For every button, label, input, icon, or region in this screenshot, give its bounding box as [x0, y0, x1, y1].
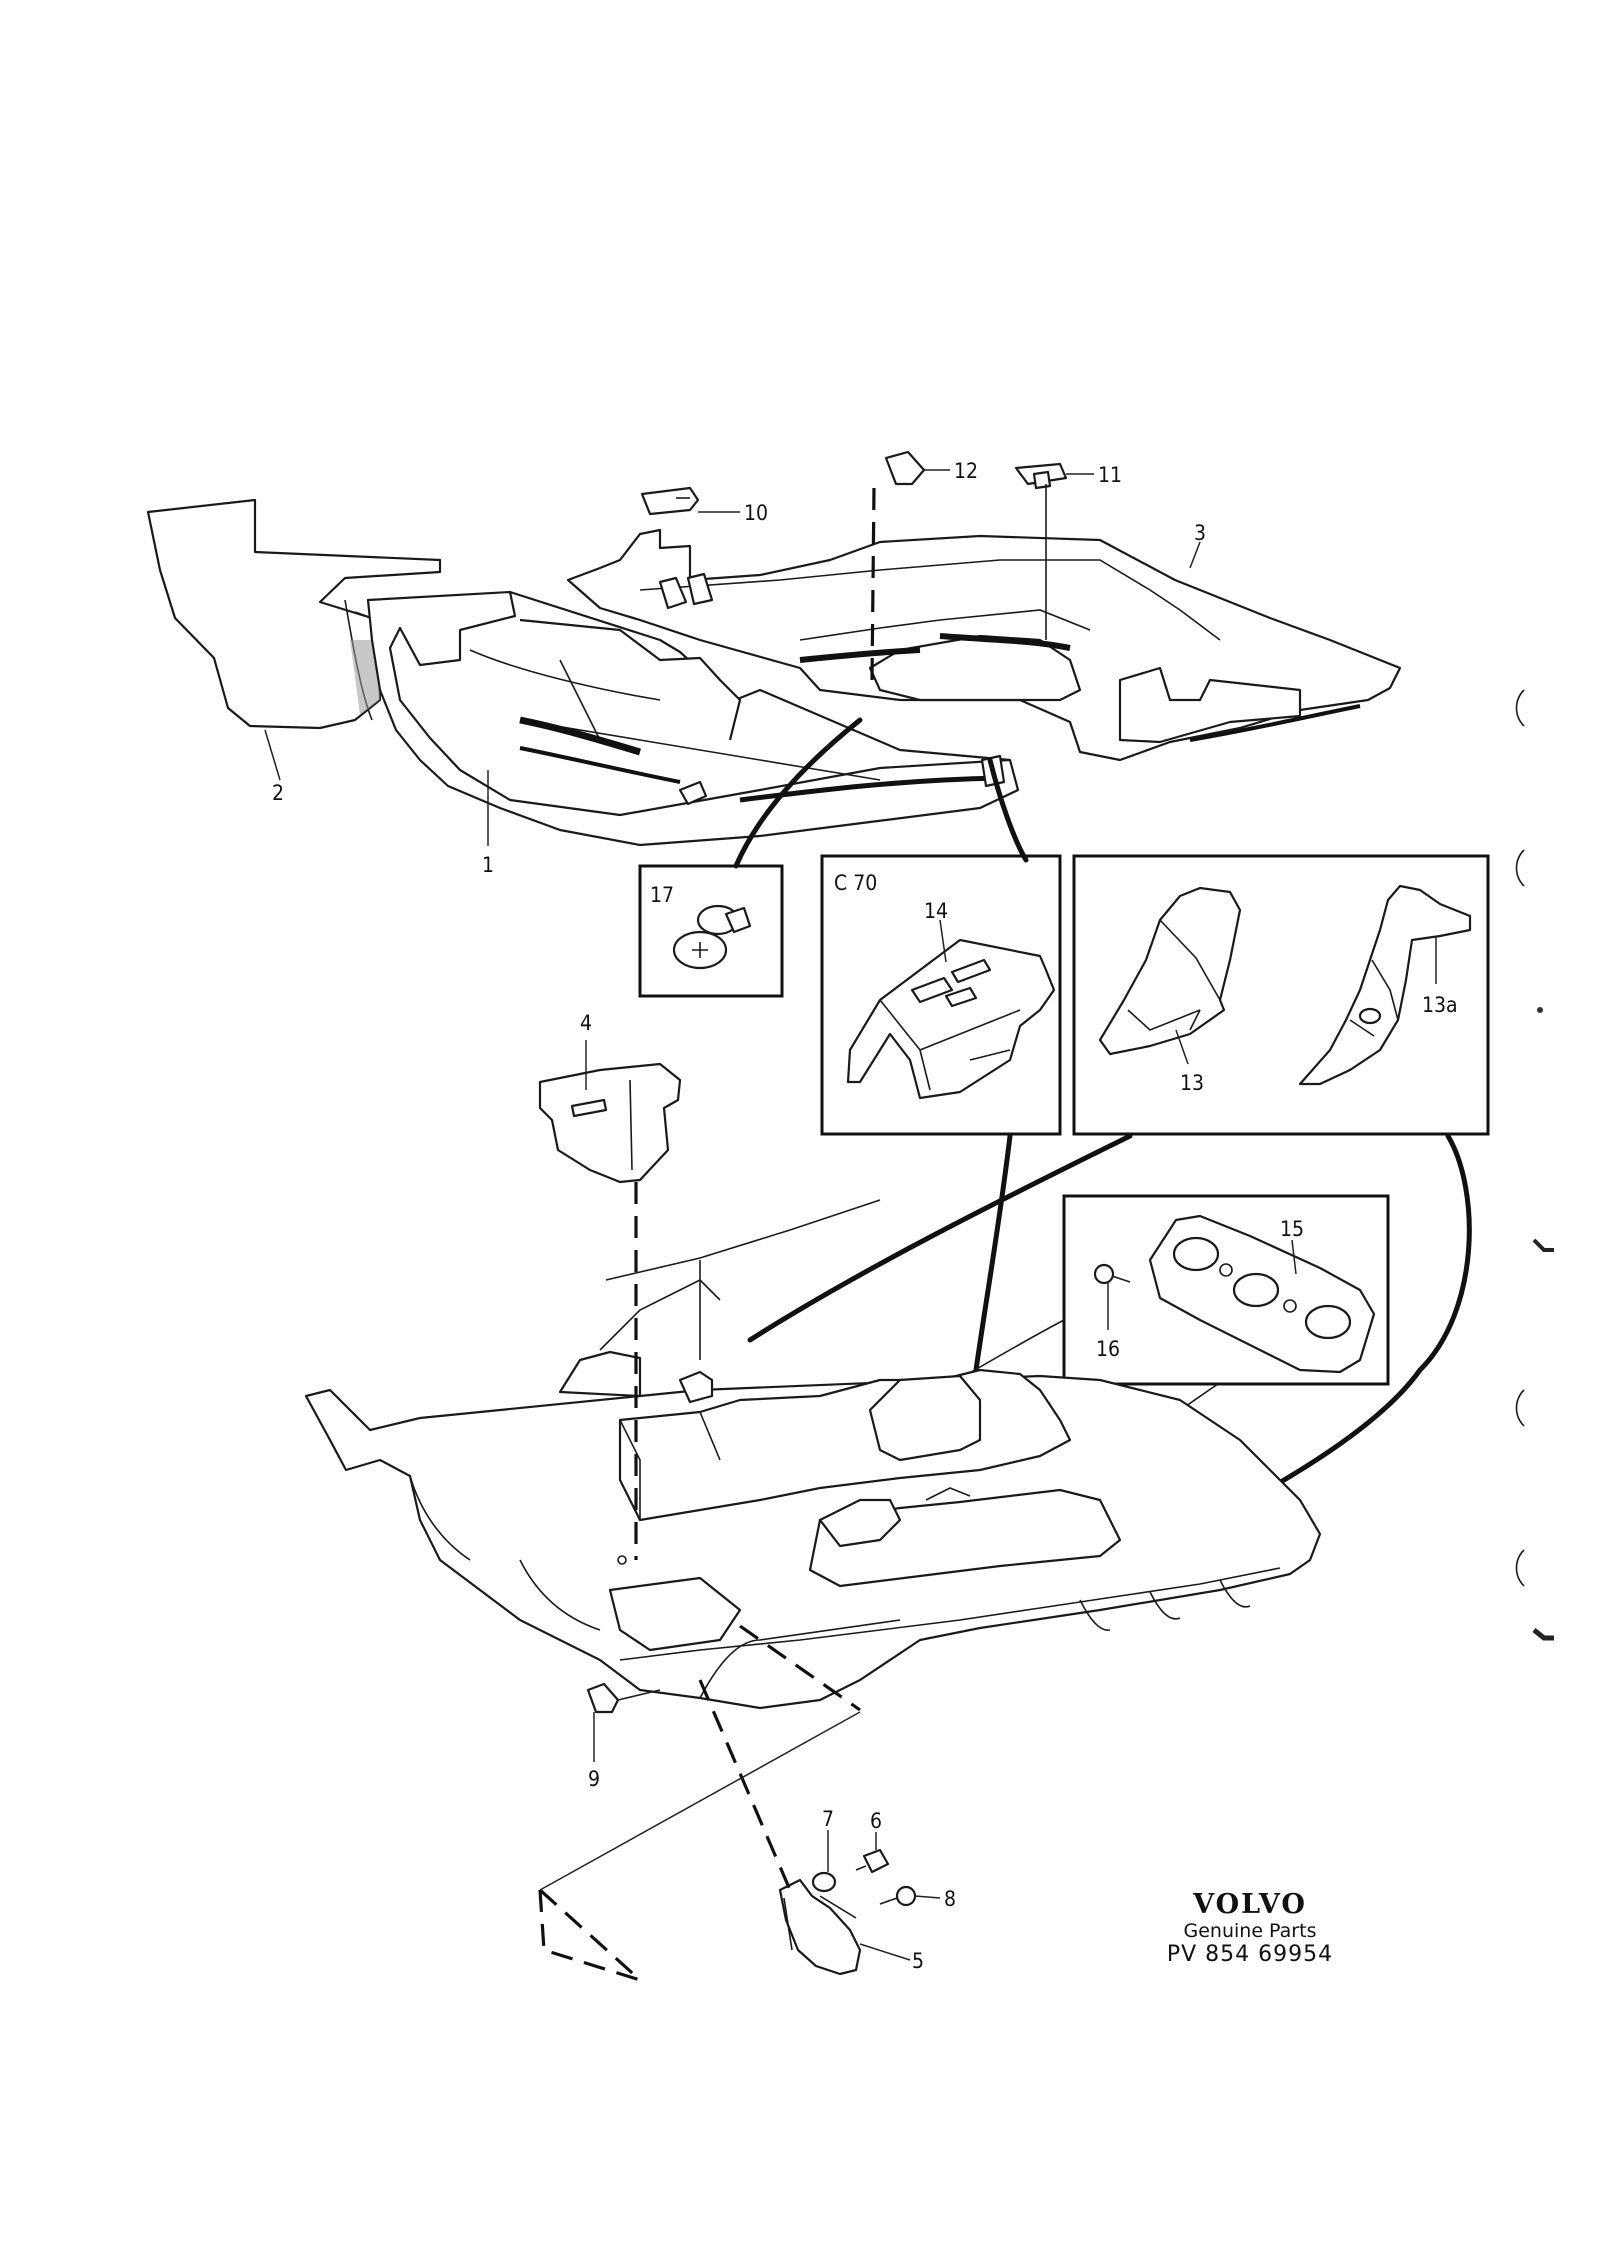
connector-14-to-floor — [973, 1133, 1013, 1373]
part-1-front-carpet — [366, 590, 1020, 847]
leader-13 — [1175, 1029, 1189, 1065]
screw-16-illustration — [1093, 1263, 1131, 1285]
part-5-trim — [778, 1878, 862, 1976]
document-reference: PV 854 69954 — [1166, 1942, 1334, 1968]
leader-2 — [264, 729, 281, 781]
leader-14 — [939, 919, 947, 963]
label-part-7: 7 — [822, 1807, 834, 1831]
label-part-17: 17 — [650, 883, 674, 907]
label-part-10: 10 — [744, 501, 768, 525]
binder-marks — [1515, 689, 1554, 1641]
tunnel-panel-14-illustration — [846, 938, 1056, 1100]
inset-14-box — [820, 854, 1062, 1136]
label-part-12: 12 — [954, 459, 978, 483]
part-9-clip — [586, 1682, 661, 1714]
part-4-bracket — [538, 1062, 682, 1184]
part-7-washer — [811, 1871, 837, 1893]
label-part-13a: 13a — [1422, 993, 1458, 1017]
label-part-2: 2 — [272, 781, 284, 805]
panel-13a-illustration — [1298, 884, 1472, 1086]
part-6-bolt — [855, 1848, 890, 1874]
leader-5 — [859, 1943, 911, 1961]
dashed-guide-5b — [739, 1624, 861, 1712]
inset-17-box — [638, 864, 784, 998]
leader-8 — [914, 1895, 941, 1899]
leader-3 — [1189, 541, 1201, 569]
part-2-front-insulation — [146, 498, 442, 730]
dashed-guide-5d — [538, 1889, 641, 1982]
part-11-clip — [1014, 462, 1068, 490]
carpet-pillars — [658, 572, 714, 610]
volvo-brand-block: VOLVO Genuine Parts PV 854 69954 — [1160, 1890, 1340, 1968]
leader-15 — [1291, 1239, 1297, 1275]
floor-pan — [304, 1199, 1322, 1710]
label-part-1: 1 — [482, 853, 494, 877]
brand-subtitle: Genuine Parts — [1183, 1919, 1317, 1942]
inset-15-box — [1062, 1194, 1390, 1386]
vent-duct-15-illustration — [1148, 1214, 1376, 1374]
brand-logo: VOLVO — [1193, 1889, 1307, 1920]
label-part-5: 5 — [912, 1949, 924, 1973]
connector-13-to-floor — [747, 1133, 1133, 1343]
connector-to-17 — [733, 717, 863, 869]
mount-hole — [617, 1555, 627, 1565]
connector-to-14 — [987, 757, 1029, 863]
label-part-4: 4 — [580, 1011, 592, 1035]
label-part-13: 13 — [1180, 1071, 1204, 1095]
part-3-rear-carpet — [566, 528, 1402, 762]
guide-5c — [539, 1711, 861, 1891]
label-part-16: 16 — [1096, 1337, 1120, 1361]
panel-13-illustration — [1098, 886, 1242, 1056]
dashed-guide-5a — [538, 1679, 792, 1982]
label-part-15: 15 — [1280, 1217, 1304, 1241]
label-part-8: 8 — [944, 1887, 956, 1911]
label-part-9: 9 — [588, 1767, 600, 1791]
part-12-clip — [884, 450, 926, 486]
label-inset-model: C 70 — [834, 871, 877, 895]
inset-13-box — [1072, 854, 1490, 1136]
label-part-14: 14 — [924, 899, 948, 923]
part-8-screw — [879, 1885, 917, 1907]
clip-17-illustration — [672, 904, 752, 970]
label-part-3: 3 — [1194, 521, 1206, 545]
label-part-11: 11 — [1098, 463, 1122, 487]
part-10-clip — [640, 486, 700, 516]
label-part-6: 6 — [870, 1809, 882, 1833]
